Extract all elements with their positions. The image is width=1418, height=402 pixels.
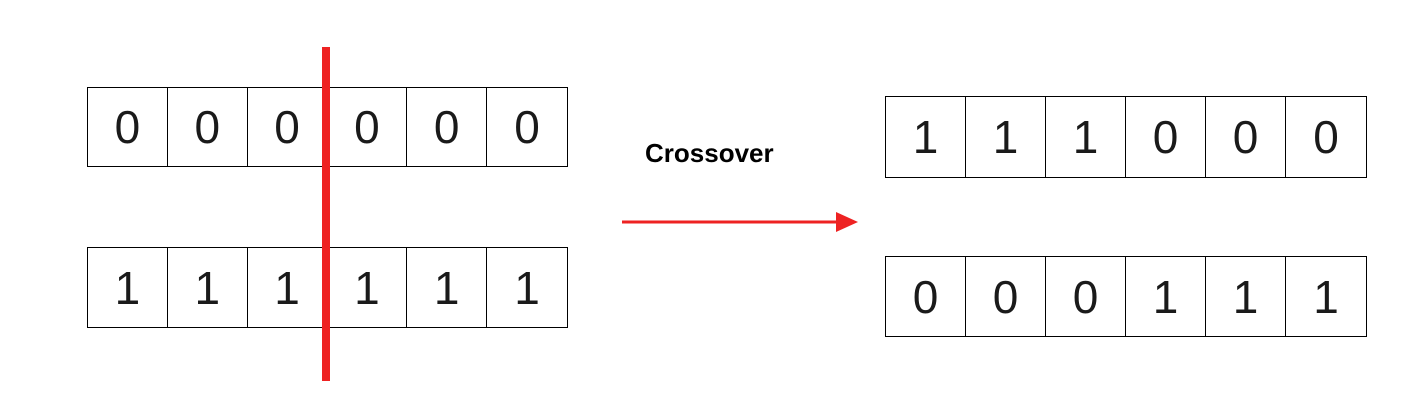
gene-cell: 0 [248, 88, 328, 166]
gene-cell: 0 [1206, 97, 1286, 177]
gene-cell: 0 [327, 88, 408, 166]
gene-cell: 1 [248, 248, 328, 327]
gene-cell: 1 [1206, 257, 1286, 336]
gene-cell: 1 [1313, 270, 1339, 323]
gene-cell: 0 [966, 257, 1046, 336]
gene-cell: 1 [514, 261, 540, 314]
gene-cell: 1 [886, 97, 966, 177]
crossover-point-line [322, 47, 330, 381]
gene-cell: 0 [1046, 257, 1126, 336]
crossover-label: Crossover [645, 138, 774, 168]
gene-cell: 1 [966, 97, 1046, 177]
gene-cell: 1 [88, 248, 168, 327]
gene-cell: 0 [407, 88, 488, 166]
gene-cell: 0 [1126, 97, 1206, 177]
gene-cell: 0 [168, 88, 248, 166]
gene-cell: 1 [1046, 97, 1126, 177]
gene-cell: 0 [514, 101, 540, 153]
gene-cell: 0 [88, 88, 168, 166]
gene-cell: 0 [886, 257, 966, 336]
gene-cell: 0 [1313, 111, 1339, 163]
arrow-right-icon [622, 212, 858, 232]
offspring-chromosome-b: 0 0 0 1 1 1 [885, 256, 1367, 337]
gene-cell: 1 [168, 248, 248, 327]
offspring-chromosome-a: 1 1 1 0 0 0 [885, 96, 1367, 178]
gene-cell: 1 [407, 248, 488, 327]
gene-cell: 1 [1126, 257, 1206, 336]
gene-cell: 1 [327, 248, 408, 327]
